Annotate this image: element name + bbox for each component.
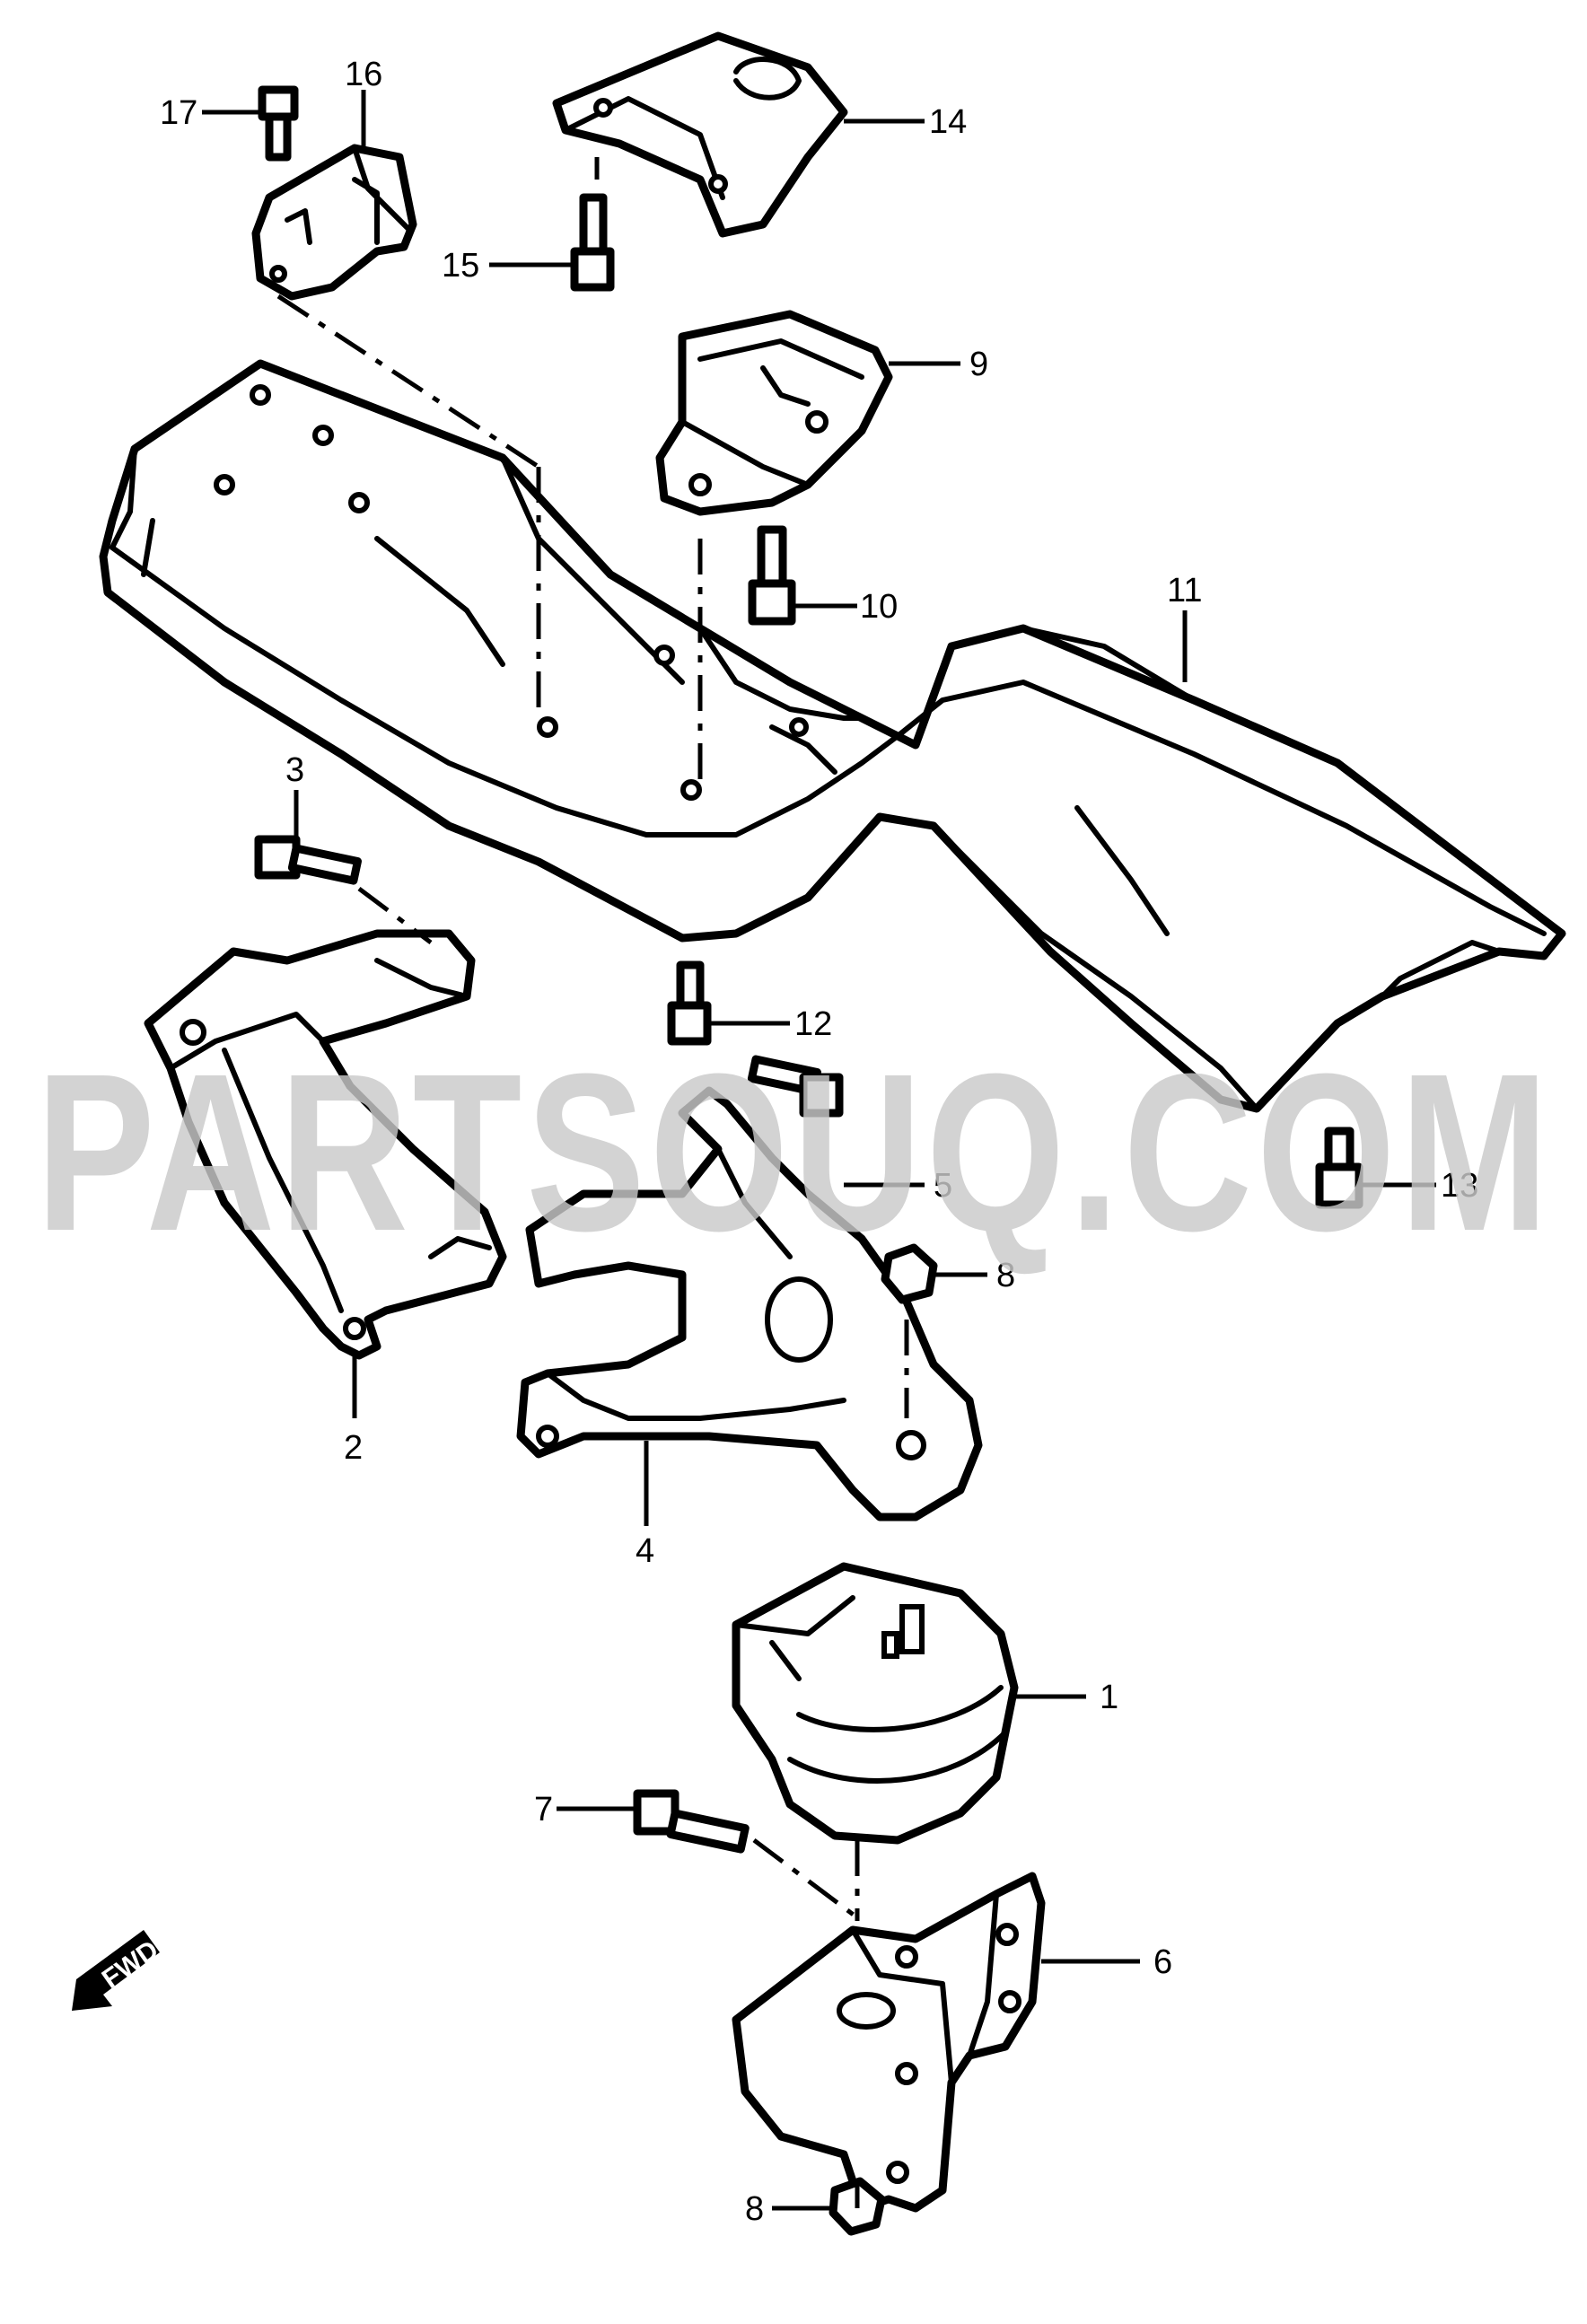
- part-1-rubber-mount: [732, 1562, 1019, 1845]
- bolt-12: [667, 960, 712, 1046]
- bolt-3: [254, 835, 362, 885]
- part-6-lower-bracket: [732, 1872, 1046, 2213]
- bolt-15: [570, 193, 615, 292]
- callout-8-lower: 8: [745, 2190, 764, 2228]
- callout-10: 10: [860, 588, 898, 626]
- callout-7: 7: [534, 1791, 553, 1829]
- watermark-text: PARTSOUQ.COM: [36, 1027, 1553, 1277]
- fwd-arrow-icon: FWD: [72, 1930, 164, 2011]
- callout-9: 9: [969, 346, 988, 383]
- bolt-17: [258, 85, 299, 162]
- nut-8-upper: [881, 1243, 938, 1304]
- part-11-crossmember: [99, 359, 1566, 1113]
- bolt-10: [748, 525, 796, 626]
- callout-4: 4: [636, 1532, 654, 1570]
- callout-13: 13: [1441, 1167, 1478, 1205]
- assembly-lines: [276, 294, 909, 2208]
- callout-6: 6: [1153, 1943, 1172, 1981]
- bolt-7: [633, 1789, 750, 1854]
- part-16-mount: [251, 144, 417, 301]
- part-4-arm: [516, 1086, 983, 1522]
- bolt-5: [747, 1055, 844, 1118]
- callout-1: 1: [1100, 1679, 1118, 1716]
- part-14-bracket: [552, 31, 848, 238]
- callout-16: 16: [345, 56, 382, 93]
- callout-8-upper: 8: [996, 1257, 1015, 1294]
- callout-15: 15: [442, 247, 479, 285]
- callout-11: 11: [1167, 572, 1202, 610]
- part-2-bracket: [144, 929, 507, 1360]
- callout-17: 17: [160, 94, 197, 132]
- callout-3: 3: [285, 751, 304, 789]
- callout-2: 2: [344, 1429, 363, 1467]
- callout-12: 12: [794, 1005, 832, 1043]
- callout-14: 14: [929, 103, 967, 141]
- part-9-cushion: [655, 310, 893, 516]
- leader-lines: [202, 90, 1436, 2211]
- callout-5: 5: [934, 1167, 952, 1205]
- callout-labels: 17 16 14 15 9 10 11 3 12 5 13 8 2 4 1 7 …: [160, 56, 1478, 2228]
- bolt-13: [1315, 1127, 1363, 1209]
